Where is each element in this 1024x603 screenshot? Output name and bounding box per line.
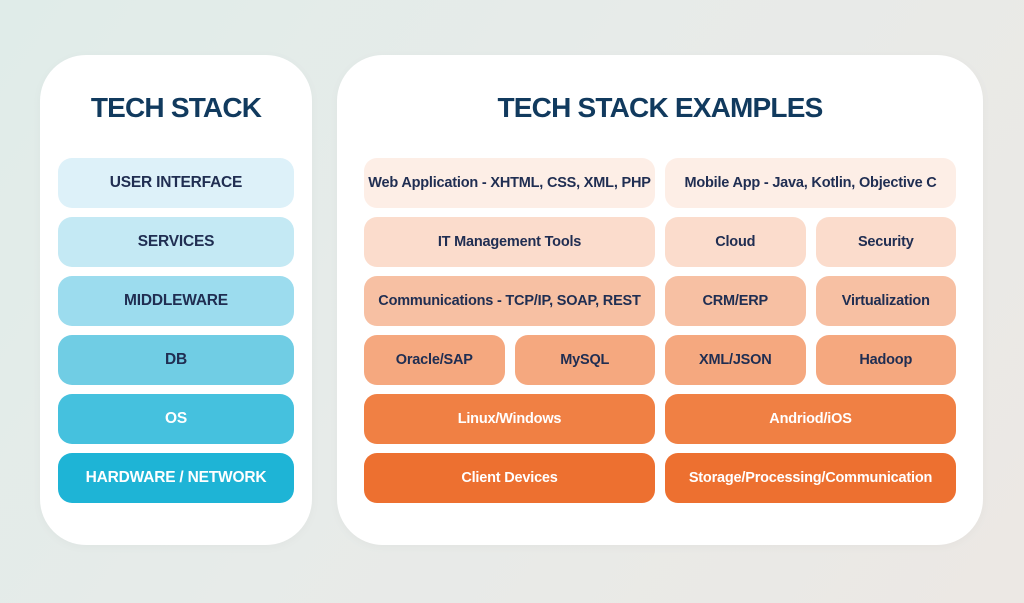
example-oracle-sap: Oracle/SAP (364, 335, 505, 385)
layer-services: SERVICES (58, 217, 294, 267)
example-android-ios: Andriod/iOS (665, 394, 956, 444)
example-security: Security (815, 217, 956, 267)
example-it-management-tools: IT Management Tools (364, 217, 655, 267)
example-crm-erp: CRM/ERP (665, 276, 806, 326)
example-cloud: Cloud (665, 217, 806, 267)
layer-middleware: MIDDLEWARE (58, 276, 294, 326)
example-storage-processing-communication: Storage/Processing/Communication (665, 453, 956, 503)
example-mobile-app: Mobile App - Java, Kotlin, Objective C (665, 158, 956, 208)
tech-stack-panel: TECH STACK USER INTERFACE SERVICES MIDDL… (40, 55, 312, 545)
example-linux-windows: Linux/Windows (364, 394, 655, 444)
example-client-devices: Client Devices (364, 453, 655, 503)
layer-os: OS (58, 394, 294, 444)
example-mysql: MySQL (514, 335, 655, 385)
tech-stack-examples-panel: TECH STACK EXAMPLES Web Application - XH… (337, 55, 983, 545)
tech-stack-title: TECH STACK (90, 92, 262, 123)
example-xml-json: XML/JSON (665, 335, 806, 385)
layer-db: DB (58, 335, 294, 385)
layer-hardware-network: HARDWARE / NETWORK (58, 453, 294, 503)
layer-user-interface: USER INTERFACE (58, 158, 294, 208)
tech-stack-examples-title: TECH STACK EXAMPLES (497, 92, 824, 123)
example-hadoop: Hadoop (815, 335, 956, 385)
example-virtualization: Virtualization (815, 276, 956, 326)
examples-grid: Web Application - XHTML, CSS, XML, PHP M… (364, 158, 956, 503)
example-web-application: Web Application - XHTML, CSS, XML, PHP (364, 158, 655, 208)
tech-stack-layers: USER INTERFACE SERVICES MIDDLEWARE DB OS… (58, 158, 294, 503)
example-communications: Communications - TCP/IP, SOAP, REST (364, 276, 655, 326)
